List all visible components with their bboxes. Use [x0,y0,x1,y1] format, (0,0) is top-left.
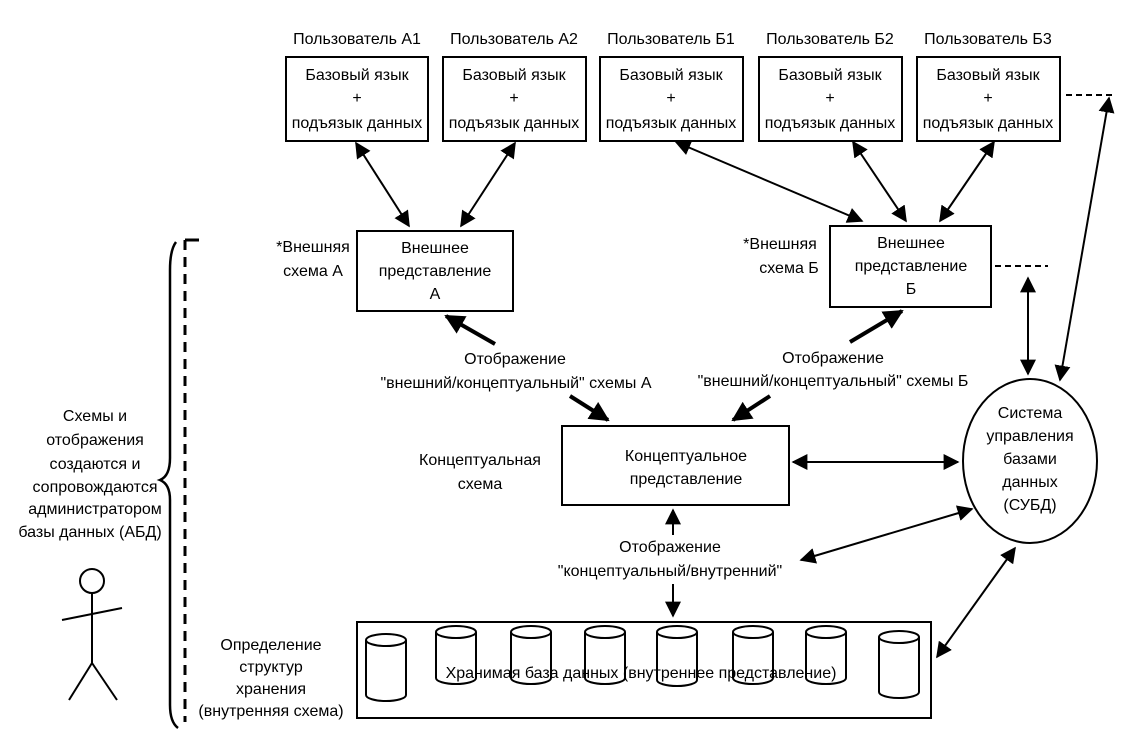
admin-note-line2: отображения [46,432,144,449]
admin-note-line1: Схемы и [63,408,127,425]
external-view-a-line3: А [430,286,441,303]
storage-cylinder [365,633,407,702]
admin-note-line3: создаются и [50,456,141,473]
external-view-a-box: Внешнее представление А [356,230,514,312]
user-box-a2-line1: Базовый язык [462,67,566,84]
dbms-line1: Система [998,405,1063,422]
conceptual-schema-label-2: схема [458,476,503,493]
dbms-line5: (СУБД) [1003,497,1056,514]
user-box-b3: Базовый язык + подъязык данных [916,56,1061,142]
external-view-b-line2: представление [855,258,968,275]
admin-note-line5: администратором [28,501,162,518]
dbms-ellipse: Система управления базами данных (СУБД) [962,378,1098,544]
user-box-b2-line1: Базовый язык [778,67,882,84]
user-label-a1: Пользователь А1 [293,31,421,48]
external-view-b-line3: Б [906,281,917,298]
user-box-a2-line3: подъязык данных [449,115,580,132]
mapping-b-line2: "внешний/концептуальный" схемы Б [698,373,969,390]
user-label-a2: Пользователь А2 [450,31,578,48]
mapping-a-line1: Отображение [464,351,566,368]
external-schema-b-label-2: схема Б [759,260,819,277]
user-box-b2: Базовый язык + подъязык данных [758,56,903,142]
admin-note-line6: базы данных (АБД) [18,524,161,541]
storage-definition-line4: (внутренняя схема) [198,703,343,720]
external-schema-b-label-1: *Внешняя [743,236,817,253]
storage-definition-line3: хранения [236,681,306,698]
mapping-a-line2: "внешний/концептуальный" схемы А [381,375,652,392]
storage-cylinder [584,625,626,685]
storage-cylinder [435,625,477,685]
storage-definition-line1: Определение [220,637,321,654]
dbms-line3: базами [1003,451,1057,468]
mapping-internal-line1: Отображение [619,539,721,556]
user-box-a1: Базовый язык + подъязык данных [285,56,429,142]
external-schema-a-label-1: *Внешняя [276,239,350,256]
external-schema-a-label-2: схема А [283,263,343,280]
admin-note-line4: сопровождаются [33,479,158,496]
user-box-b1-line3: подъязык данных [606,115,737,132]
conceptual-schema-label-1: Концептуальная [419,452,541,469]
user-box-b2-line3: подъязык данных [765,115,896,132]
user-box-a2-line2: + [509,90,518,107]
user-box-b1-line1: Базовый язык [619,67,723,84]
storage-cylinder [656,625,698,687]
user-box-b1-line2: + [666,90,675,107]
user-box-a2: Базовый язык + подъязык данных [442,56,587,142]
storage-cylinder [510,625,552,685]
user-label-b1: Пользователь Б1 [607,31,735,48]
storage-cylinder [732,625,774,685]
admin-brace [156,241,179,729]
storage-definition-line2: структур [239,659,303,676]
user-box-b3-line1: Базовый язык [936,67,1040,84]
storage-cylinder [805,625,847,685]
dbms-line4: данных [1002,474,1057,491]
external-view-a-line2: представление [379,263,492,280]
user-label-b3: Пользователь Б3 [924,31,1052,48]
external-view-a-line1: Внешнее [401,240,469,257]
conceptual-view-line2: представление [630,471,743,488]
user-box-b2-line2: + [825,90,834,107]
stored-database-label: Хранимая база данных (внутреннее предста… [446,665,837,682]
storage-cylinder [878,630,920,699]
conceptual-view-line1: Концептуальное [625,448,747,465]
user-box-b3-line2: + [983,90,992,107]
mapping-internal-line2: "концептуальный/внутренний" [558,563,782,580]
storage-cylinders [365,625,920,702]
external-view-b-line1: Внешнее [877,235,945,252]
user-box-a1-line2: + [352,90,361,107]
external-view-b-box: Внешнее представление Б [829,225,992,308]
user-label-b2: Пользователь Б2 [766,31,894,48]
connector-lines [355,96,1115,659]
user-box-b1: Базовый язык + подъязык данных [599,56,744,142]
database-administrator-figure [61,568,123,701]
user-box-a1-line1: Базовый язык [305,67,409,84]
conceptual-view-box: Концептуальное представление [561,425,790,506]
mapping-arrows [444,309,904,422]
dbms-line2: управления [986,428,1073,445]
mapping-b-line1: Отображение [782,350,884,367]
user-box-a1-line3: подъязык данных [292,115,423,132]
user-box-b3-line3: подъязык данных [923,115,1054,132]
